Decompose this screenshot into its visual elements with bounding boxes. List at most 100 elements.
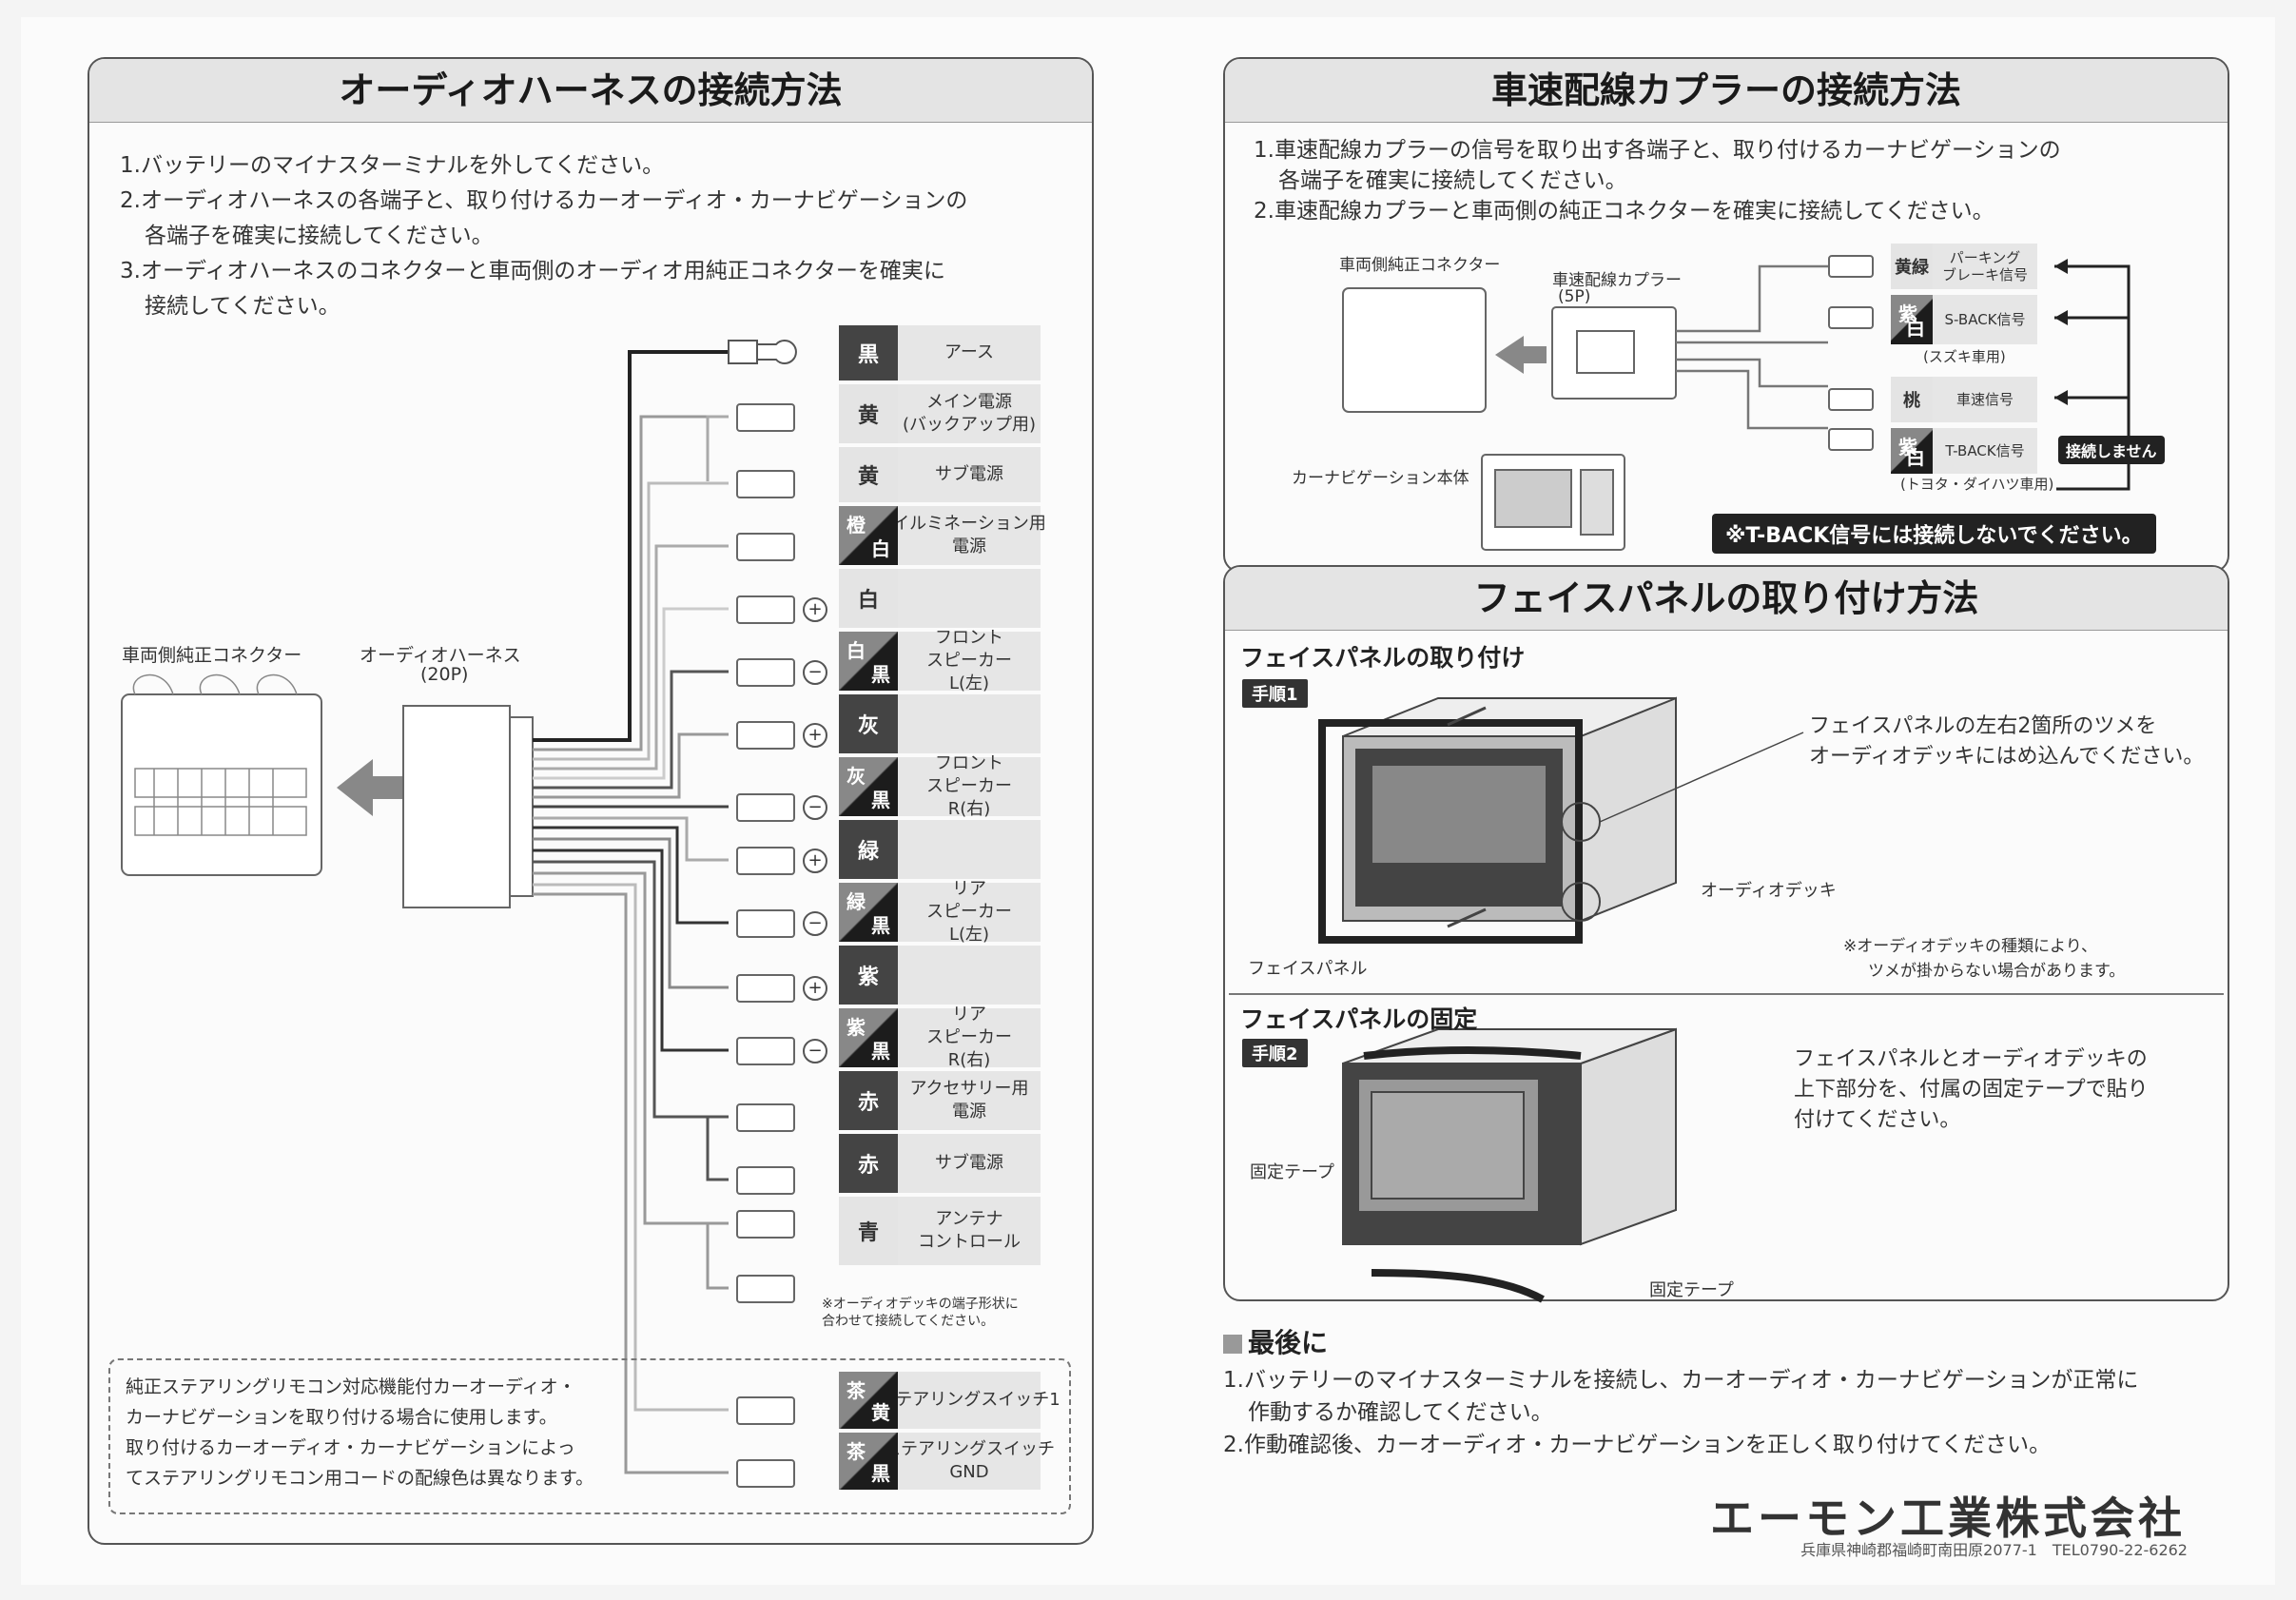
face-sub2-heading: フェイスパネルの固定 bbox=[1240, 1005, 1478, 1033]
wire-function: アース bbox=[898, 325, 1041, 380]
vehicle-connector-label: 車両側純正コネクター bbox=[122, 645, 302, 666]
wire-color: 桃 bbox=[1891, 377, 1933, 422]
audio-steps: 1.バッテリーのマイナスターミナルを外してください。 2.オーディオハーネスの各… bbox=[120, 148, 967, 324]
face-sub2-text: フェイスパネルとオーディオデッキの 上下部分を、付属の固定テープで貼り 付けてく… bbox=[1794, 1044, 2149, 1136]
audio-step-2: 2.オーディオハーネスの各端子と、取り付けるカーオーディオ・カーナビゲーションの bbox=[120, 188, 968, 213]
wire-row: 青アンテナ コントロール bbox=[839, 1197, 1041, 1265]
audio-step-2b: 各端子を確実に接続してください。 bbox=[145, 224, 494, 248]
connector-rear-r-plus bbox=[736, 974, 795, 1003]
wire-function: リア スピーカー R(右) bbox=[898, 1005, 1041, 1070]
wire-color-secondary: 黒 bbox=[871, 914, 890, 937]
steering-note-line: 取り付けるカーオーディオ・カーナビゲーションによっ bbox=[126, 1437, 575, 1458]
wire-color-secondary: 黄 bbox=[871, 1401, 890, 1424]
face-sub1-line: フェイスパネルの左右2箇所のツメを bbox=[1809, 714, 2157, 738]
wire-function: ステアリングスイッチ1 bbox=[878, 1372, 1060, 1429]
wire-color-secondary: 白 bbox=[1906, 317, 1925, 340]
final-square-icon bbox=[1223, 1335, 1242, 1354]
wire-color-split: 橙白 bbox=[839, 506, 898, 565]
minus-icon: − bbox=[803, 1039, 827, 1063]
deck-label: オーディオデッキ bbox=[1701, 881, 1837, 901]
suzuki-note: (スズキ車用) bbox=[1923, 348, 2006, 365]
face-note-line: ※オーディオデッキの種類により、 bbox=[1843, 937, 2098, 956]
final-steps: 1.バッテリーのマイナスターミナルを接続し、カーオーディオ・カーナビゲーションが… bbox=[1223, 1364, 2138, 1461]
connector-sub-power bbox=[736, 470, 795, 498]
tape-label-top: 固定テープ bbox=[1250, 1162, 1334, 1182]
face-panel-title: フェイスパネルの取り付け方法 bbox=[1225, 567, 2228, 631]
wire-table: 黒アース黄メイン電源 (バックアップ用)黄サブ電源橙白イルミネーション用 電源白… bbox=[839, 325, 1046, 1269]
wire-row: 灰 bbox=[839, 694, 1041, 753]
audio-step-3: 3.オーディオハーネスのコネクターと車両側のオーディオ用純正コネクターを確実に bbox=[120, 259, 945, 283]
wire-function: フロント スピーカー R(右) bbox=[898, 753, 1041, 819]
wire-color-secondary: 白 bbox=[871, 537, 890, 560]
wire-color: 黄緑 bbox=[1891, 244, 1933, 289]
audio-harness-title: オーディオハーネスの接続方法 bbox=[89, 59, 1092, 123]
wire-color: 赤 bbox=[839, 1134, 898, 1193]
wire-color: 赤 bbox=[839, 1071, 898, 1130]
wire-function: フロント スピーカー L(左) bbox=[898, 628, 1041, 693]
wire-row: 紫 bbox=[839, 946, 1041, 1005]
connector-main-power bbox=[736, 403, 795, 432]
final-step-2: 2.作動確認後、カーオーディオ・カーナビゲーションを正しく取り付けてください。 bbox=[1223, 1433, 2052, 1457]
wire-color-primary: 茶 bbox=[846, 1379, 866, 1402]
wire-row: 緑黒リア スピーカー L(左) bbox=[839, 879, 1041, 945]
coupler-label: 車速配線カプラー bbox=[1552, 271, 1682, 290]
wire-row: 茶黒ステアリングスイッチ GND bbox=[839, 1433, 1055, 1490]
wire-function: ステアリングスイッチ GND bbox=[884, 1433, 1055, 1490]
wire-color: 黄 bbox=[839, 384, 898, 443]
audio-wiring-diagram bbox=[121, 340, 797, 1474]
no-connect-tag: 接続しません bbox=[2058, 436, 2165, 464]
speed-vehicle-connector-label: 車両側純正コネクター bbox=[1339, 256, 1501, 275]
plus-icon: + bbox=[803, 723, 827, 748]
face-sub1-line: オーディオデッキにはめ込んでください。 bbox=[1809, 745, 2205, 769]
speed-steps: 1.車速配線カプラーの信号を取り出す各端子と、取り付けるカーナビゲーションの 各… bbox=[1254, 135, 2061, 226]
face-note-line: ツメが掛からない場合があります。 bbox=[1868, 962, 2126, 981]
panel-label: フェイスパネル bbox=[1248, 959, 1368, 979]
face-panel-illustration-1 bbox=[1318, 696, 1804, 1303]
connector-front-r-plus bbox=[736, 721, 795, 750]
wire-function bbox=[898, 569, 1041, 628]
wire-color-secondary: 白 bbox=[1906, 446, 1925, 469]
wire-row: 桃車速信号 bbox=[1891, 377, 2054, 422]
speed-coupler-diagram bbox=[1342, 259, 2131, 551]
audio-step-3b: 接続してください。 bbox=[145, 294, 341, 319]
wire-color-primary: 橙 bbox=[846, 514, 866, 537]
wire-row: 赤アクセサリー用 電源 bbox=[839, 1071, 1041, 1130]
connector-acc bbox=[736, 1103, 795, 1132]
wire-color: 緑 bbox=[839, 820, 898, 879]
connector-rear-r-minus bbox=[736, 1037, 795, 1065]
wire-function: パーキング ブレーキ信号 bbox=[1933, 244, 2037, 289]
company-address: 兵庫県神崎郡福崎町南田原2077-1 TEL0790-22-6262 bbox=[1800, 1541, 2188, 1559]
steering-note: 純正ステアリングリモコン対応機能付カーオーディオ・ カーナビゲーションを取り付け… bbox=[126, 1372, 593, 1493]
wire-color-split: 緑黒 bbox=[839, 883, 898, 942]
wire-color-split: 紫白 bbox=[1891, 295, 1933, 344]
harness-block-graphic bbox=[402, 705, 534, 908]
speed-step-2: 2.車速配線カプラーと車両側の純正コネクターを確実に接続してください。 bbox=[1254, 199, 1994, 224]
wire-function bbox=[898, 820, 1041, 879]
wire-color-split: 紫黒 bbox=[839, 1008, 898, 1067]
connector-steering-1 bbox=[736, 1396, 795, 1425]
wire-color: 紫 bbox=[839, 946, 898, 1005]
wire-row: 黄メイン電源 (バックアップ用) bbox=[839, 384, 1041, 443]
wire-row: 黒アース bbox=[839, 325, 1041, 380]
wire-color: 灰 bbox=[839, 694, 898, 753]
wire-color-primary: 茶 bbox=[846, 1440, 866, 1463]
wire-row: 白 bbox=[839, 569, 1041, 628]
wire-row: 黄緑パーキング ブレーキ信号 bbox=[1891, 244, 2054, 289]
wire-color-primary: 緑 bbox=[846, 890, 866, 913]
wire-color: 青 bbox=[839, 1197, 898, 1265]
earth-terminal bbox=[728, 340, 797, 364]
harness-label: オーディオハーネス bbox=[360, 645, 521, 666]
vehicle-connector-graphic bbox=[121, 674, 411, 876]
wire-row: 白黒フロント スピーカー L(左) bbox=[839, 628, 1041, 693]
audio-step-1: 1.バッテリーのマイナスターミナルを外してください。 bbox=[120, 153, 665, 178]
t-back-warning: ※T-BACK信号には接続しないでください。 bbox=[1712, 514, 2156, 554]
connector-antenna-2 bbox=[736, 1275, 795, 1303]
wire-function bbox=[898, 694, 1041, 753]
minus-icon: − bbox=[803, 795, 827, 820]
navi-label: カーナビゲーション本体 bbox=[1292, 469, 1469, 488]
minus-icon: − bbox=[803, 660, 827, 685]
